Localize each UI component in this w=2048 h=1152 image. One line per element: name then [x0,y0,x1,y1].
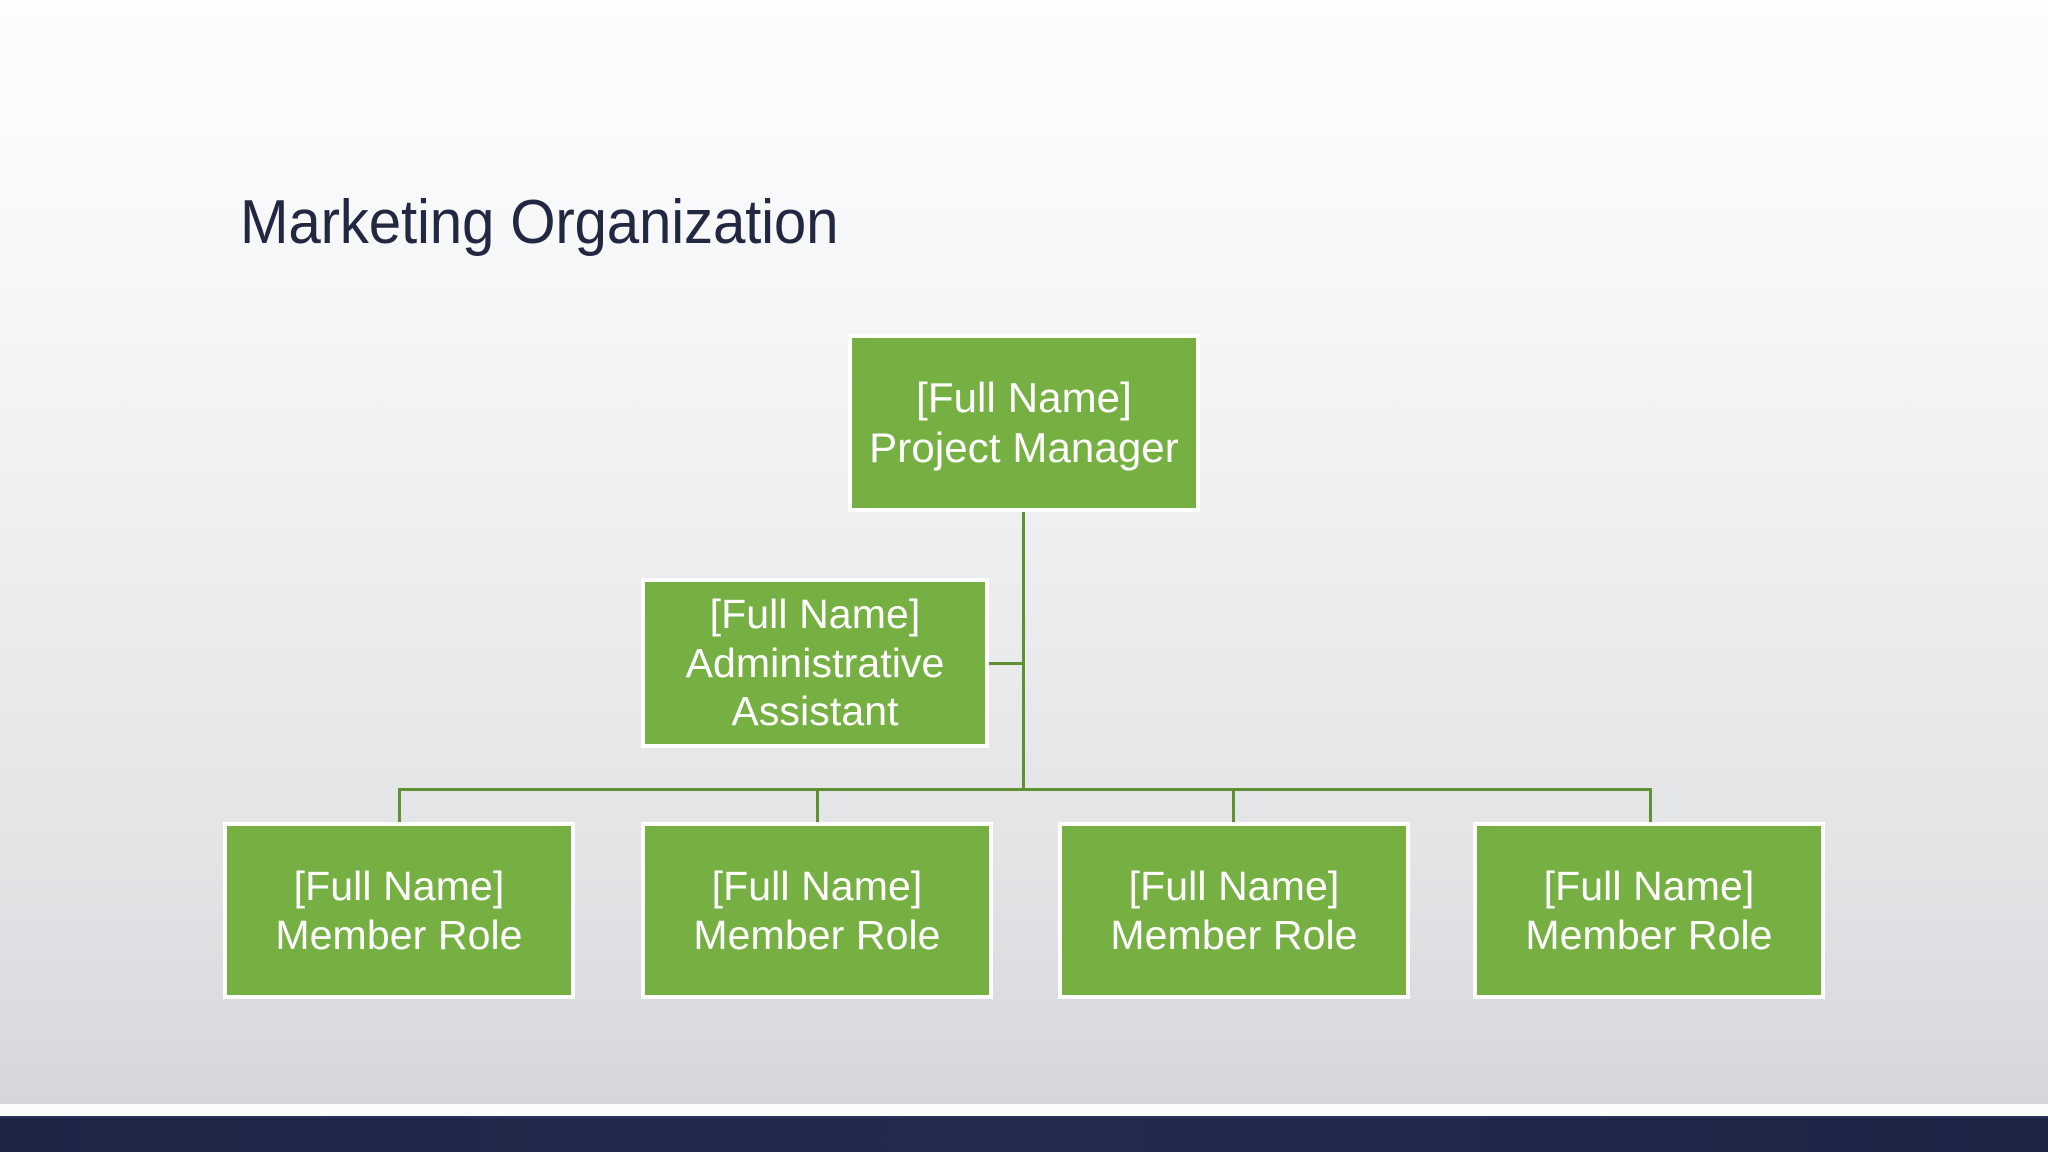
connector-member-4-drop [1649,788,1652,824]
org-node-role: Member Role [1110,911,1358,958]
org-node-role: Administrative Assistant [685,639,945,735]
connector-member-1-drop [398,788,401,824]
org-node-name: [Full Name] [293,863,505,910]
org-node-role: Member Role [693,911,941,958]
connector-member-3-drop [1232,788,1235,824]
connector-assistant-link [989,662,1024,665]
footer-divider [0,1104,2048,1116]
connector-members-bar [398,788,1652,791]
org-node-project-manager[interactable]: [Full Name] Project Manager [848,334,1200,512]
org-node-name: [Full Name] [1543,863,1755,910]
org-node-member-1[interactable]: [Full Name] Member Role [223,822,575,999]
org-node-member-2[interactable]: [Full Name] Member Role [641,822,993,999]
org-node-administrative-assistant[interactable]: [Full Name] Administrative Assistant [641,578,989,748]
org-node-role: Member Role [1525,911,1773,958]
org-node-role: Project Manager [869,424,1179,471]
org-node-name: [Full Name] [1128,863,1340,910]
footer-bar-highlight [0,1116,2048,1118]
org-node-member-3[interactable]: [Full Name] Member Role [1058,822,1410,999]
org-node-name: [Full Name] [916,374,1132,422]
org-node-name: [Full Name] [709,591,921,638]
org-node-name: [Full Name] [711,863,923,910]
footer-bar [0,1116,2048,1152]
connector-manager-stem [1022,512,1025,790]
org-node-member-4[interactable]: [Full Name] Member Role [1473,822,1825,999]
org-node-role: Member Role [275,911,523,958]
page-title: Marketing Organization [240,188,839,257]
connector-member-2-drop [816,788,819,824]
